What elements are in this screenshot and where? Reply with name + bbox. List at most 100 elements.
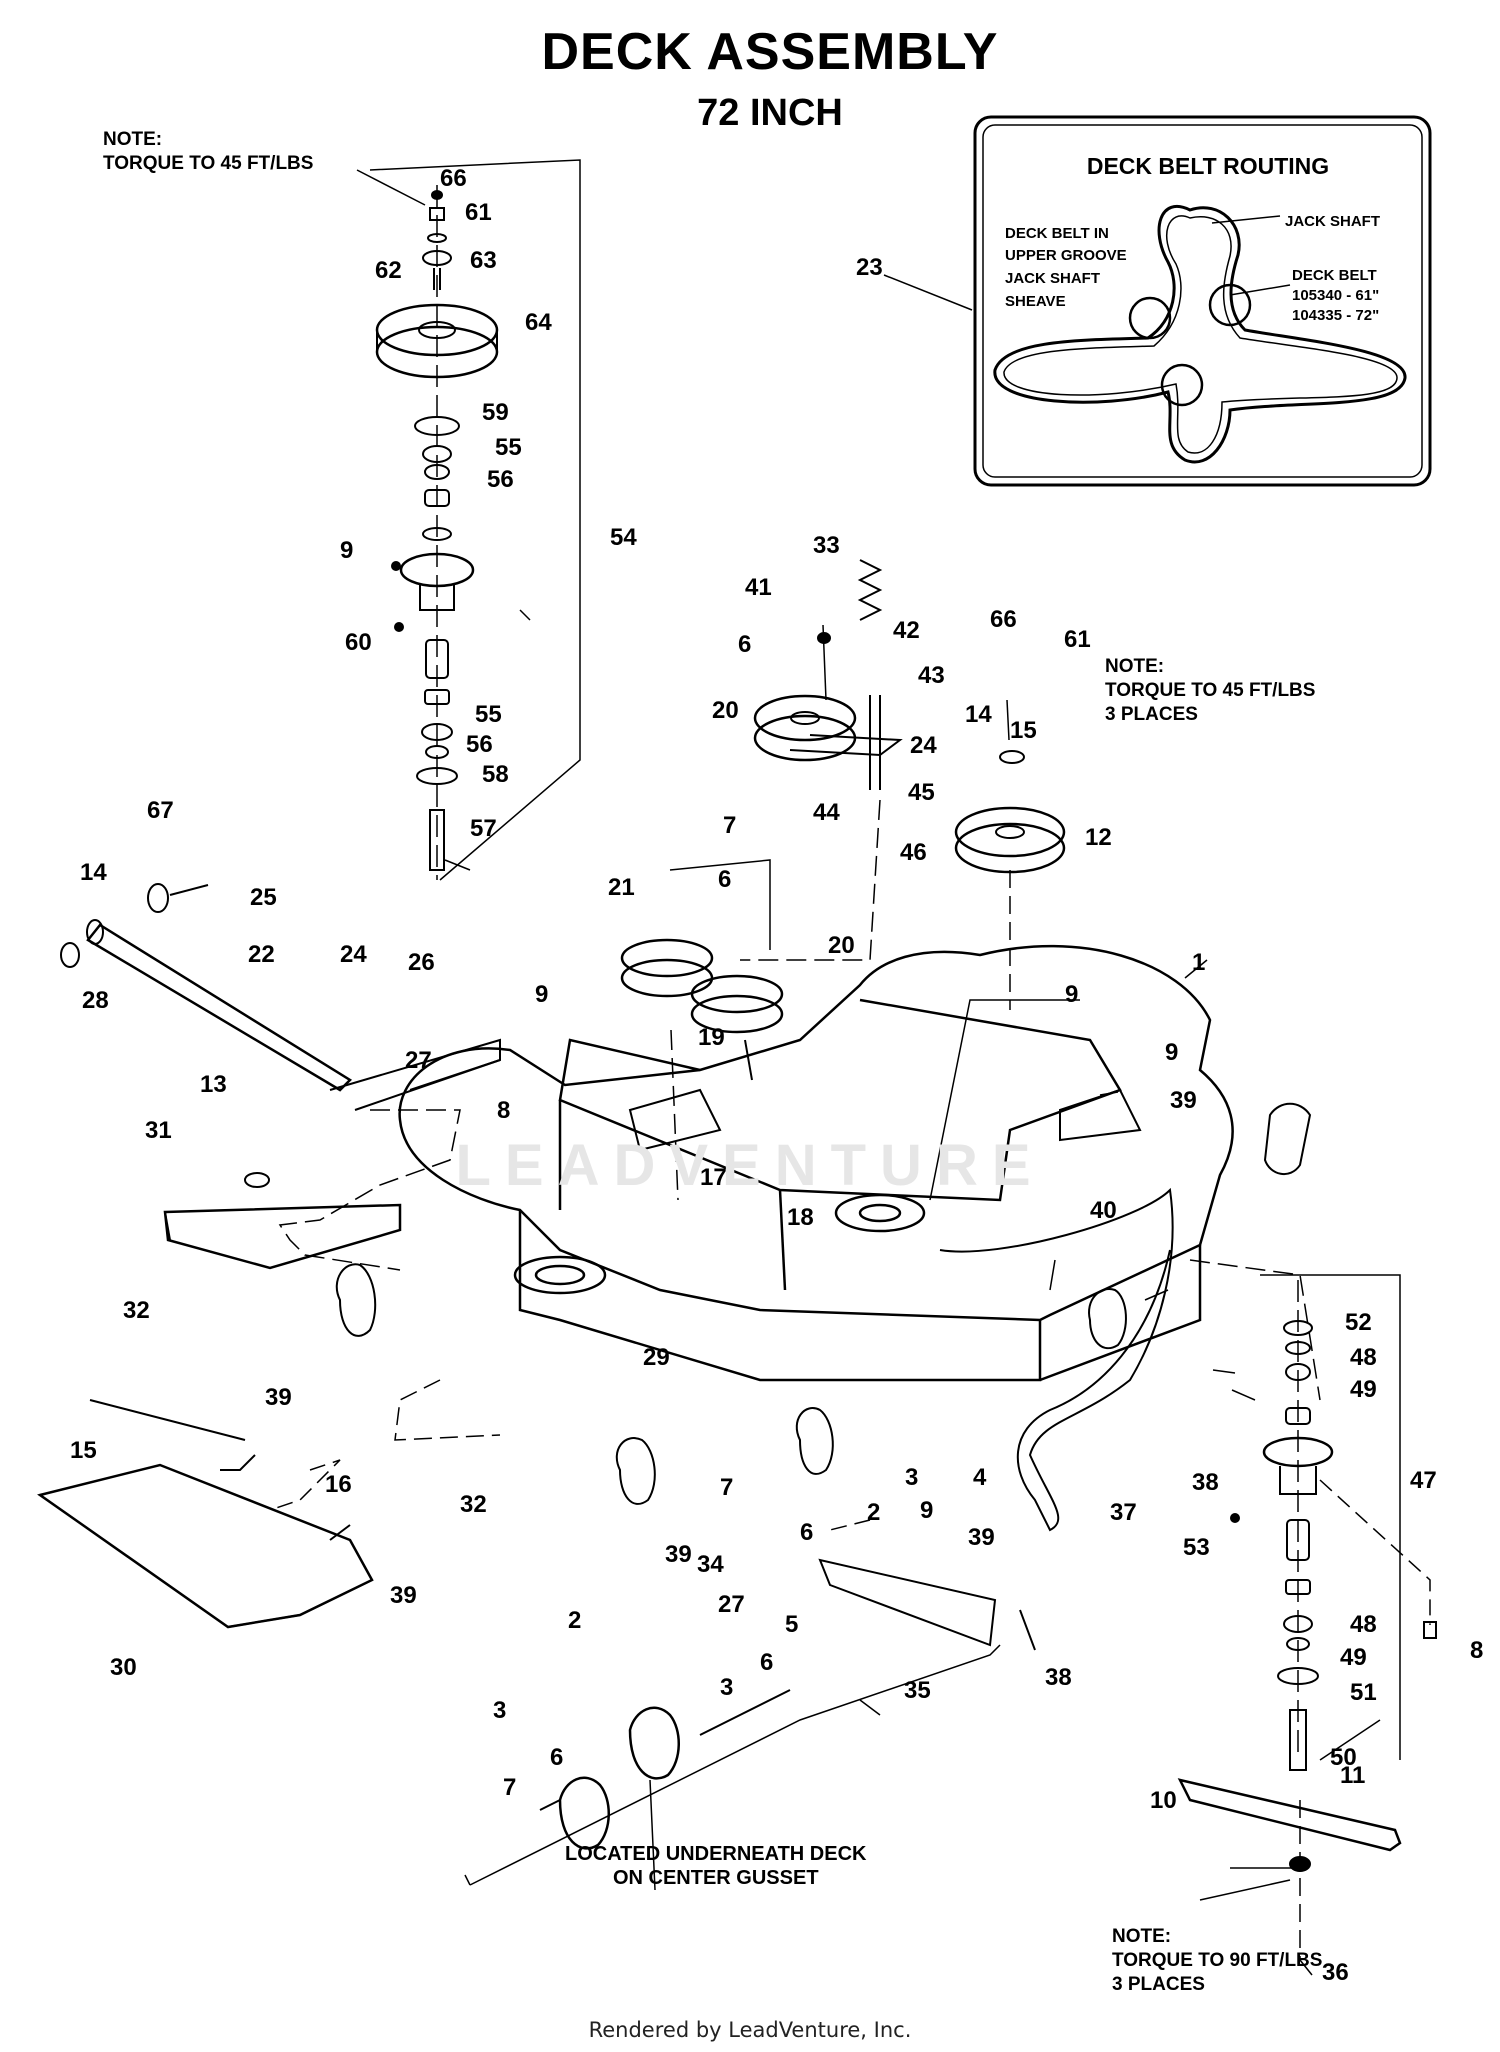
callout-7c: 7 bbox=[503, 1774, 516, 1801]
callout-21: 21 bbox=[608, 874, 635, 901]
callout-9e: 9 bbox=[920, 1497, 933, 1524]
callout-27b: 27 bbox=[718, 1591, 745, 1618]
callout-33: 33 bbox=[813, 532, 840, 559]
callout-3a: 3 bbox=[905, 1464, 918, 1491]
pulley-12 bbox=[954, 806, 1066, 858]
callout-8a: 8 bbox=[497, 1097, 510, 1124]
callout-51: 51 bbox=[1350, 1679, 1377, 1706]
callout-52: 52 bbox=[1345, 1309, 1372, 1336]
callout-24b: 24 bbox=[910, 732, 937, 759]
callout-11: 11 bbox=[1340, 1762, 1365, 1789]
callout-55b: 55 bbox=[475, 701, 502, 728]
svg-text:DECK BELT: DECK BELT bbox=[1292, 267, 1377, 284]
svg-text:SHEAVE: SHEAVE bbox=[1005, 293, 1066, 310]
callout-2b: 2 bbox=[568, 1607, 581, 1634]
idler-assembly bbox=[620, 559, 1066, 1201]
callout-49a: 49 bbox=[1350, 1376, 1377, 1403]
callout-22: 22 bbox=[248, 941, 275, 968]
note-underneath-deck: LOCATED UNDERNEATH DECK ON CENTER GUSSET bbox=[565, 1843, 867, 1889]
right-spindle-assembly bbox=[1177, 1259, 1437, 1960]
callout-32a: 32 bbox=[123, 1297, 150, 1324]
callout-61b: 61 bbox=[1064, 626, 1091, 653]
chute-30 bbox=[37, 1463, 374, 1629]
callout-26: 26 bbox=[408, 949, 435, 976]
callout-14a: 14 bbox=[80, 859, 107, 886]
callout-2a: 2 bbox=[867, 1499, 880, 1526]
callout-6e: 6 bbox=[550, 1744, 563, 1771]
callout-15a: 15 bbox=[70, 1437, 97, 1464]
belt-routing-drawing bbox=[993, 204, 1407, 464]
callout-46: 46 bbox=[900, 839, 927, 866]
callout-44: 44 bbox=[813, 799, 840, 826]
callout-7b: 7 bbox=[720, 1474, 733, 1501]
callout-18: 18 bbox=[787, 1204, 814, 1231]
callout-29: 29 bbox=[643, 1344, 670, 1371]
mower-deck bbox=[335, 944, 1312, 1532]
svg-text:104335 - 72": 104335 - 72" bbox=[1292, 307, 1379, 324]
callout-39d: 39 bbox=[665, 1541, 692, 1568]
callout-6d: 6 bbox=[760, 1649, 773, 1676]
callout-63: 63 bbox=[470, 247, 497, 274]
callout-24a: 24 bbox=[340, 941, 367, 968]
callout-45: 45 bbox=[908, 779, 935, 806]
callout-15b: 15 bbox=[1010, 717, 1037, 744]
callout-66a: 66 bbox=[440, 165, 467, 192]
callout-27a: 27 bbox=[405, 1047, 432, 1074]
callout-16: 16 bbox=[325, 1471, 352, 1498]
svg-text:105340 - 61": 105340 - 61" bbox=[1292, 287, 1379, 304]
callout-9a: 9 bbox=[340, 537, 353, 564]
callout-3c: 3 bbox=[493, 1697, 506, 1724]
watermark: LEADVENTURE bbox=[455, 1133, 1044, 1198]
callout-64: 64 bbox=[525, 309, 552, 336]
discharge-chute bbox=[37, 1172, 501, 1629]
callout-5: 5 bbox=[785, 1611, 798, 1638]
callout-7a: 7 bbox=[723, 812, 736, 839]
callout-37: 37 bbox=[1110, 1499, 1137, 1526]
callout-62: 62 bbox=[375, 257, 402, 284]
leader-lines bbox=[356, 169, 1381, 1976]
callout-67: 67 bbox=[147, 797, 174, 824]
callout-9c: 9 bbox=[1065, 981, 1078, 1008]
callout-9b: 9 bbox=[535, 981, 548, 1008]
callout-39b: 39 bbox=[265, 1384, 292, 1411]
callout-9d: 9 bbox=[1165, 1039, 1178, 1066]
left-spindle-assembly bbox=[369, 159, 581, 881]
callout-23: 23 bbox=[856, 254, 883, 281]
callout-31: 31 bbox=[145, 1117, 172, 1144]
inset-belt-label: DECK BELT 105340 - 61" 104335 - 72" bbox=[1292, 267, 1379, 324]
callout-17: 17 bbox=[700, 1164, 727, 1191]
callout-61a: 61 bbox=[465, 199, 492, 226]
inset-title: DECK BELT ROUTING bbox=[1087, 153, 1329, 179]
callout-25: 25 bbox=[250, 884, 277, 911]
callout-54: 54 bbox=[610, 524, 637, 551]
callout-60: 60 bbox=[345, 629, 372, 656]
callout-48a: 48 bbox=[1350, 1344, 1377, 1371]
callout-10: 10 bbox=[1150, 1787, 1177, 1814]
callout-59: 59 bbox=[482, 399, 509, 426]
callout-38b: 38 bbox=[1045, 1664, 1072, 1691]
callout-3b: 3 bbox=[720, 1674, 733, 1701]
note-torque-bottom-right: NOTE: TORQUE TO 90 FT/LBS 3 PLACES bbox=[1112, 1926, 1323, 1995]
callout-8b: 8 bbox=[1470, 1637, 1483, 1664]
callout-48b: 48 bbox=[1350, 1611, 1377, 1638]
callout-1: 1 bbox=[1192, 949, 1205, 976]
callout-12: 12 bbox=[1085, 824, 1112, 851]
note-torque-top-left: NOTE: TORQUE TO 45 FT/LBS bbox=[103, 129, 314, 174]
callout-6b: 6 bbox=[738, 631, 751, 658]
callout-39e: 39 bbox=[968, 1524, 995, 1551]
belt-routing-inset bbox=[883, 115, 1432, 487]
callout-58: 58 bbox=[482, 761, 509, 788]
callout-36: 36 bbox=[1322, 1959, 1349, 1986]
svg-text:UPPER GROOVE: UPPER GROOVE bbox=[1005, 247, 1127, 264]
callout-32b: 32 bbox=[460, 1491, 487, 1518]
callout-41: 41 bbox=[745, 574, 772, 601]
svg-text:JACK SHAFT: JACK SHAFT bbox=[1005, 270, 1100, 287]
callout-66b: 66 bbox=[990, 606, 1017, 633]
callout-13: 13 bbox=[200, 1071, 227, 1098]
callout-53: 53 bbox=[1183, 1534, 1210, 1561]
callout-42: 42 bbox=[893, 617, 920, 644]
callout-35: 35 bbox=[904, 1677, 931, 1704]
